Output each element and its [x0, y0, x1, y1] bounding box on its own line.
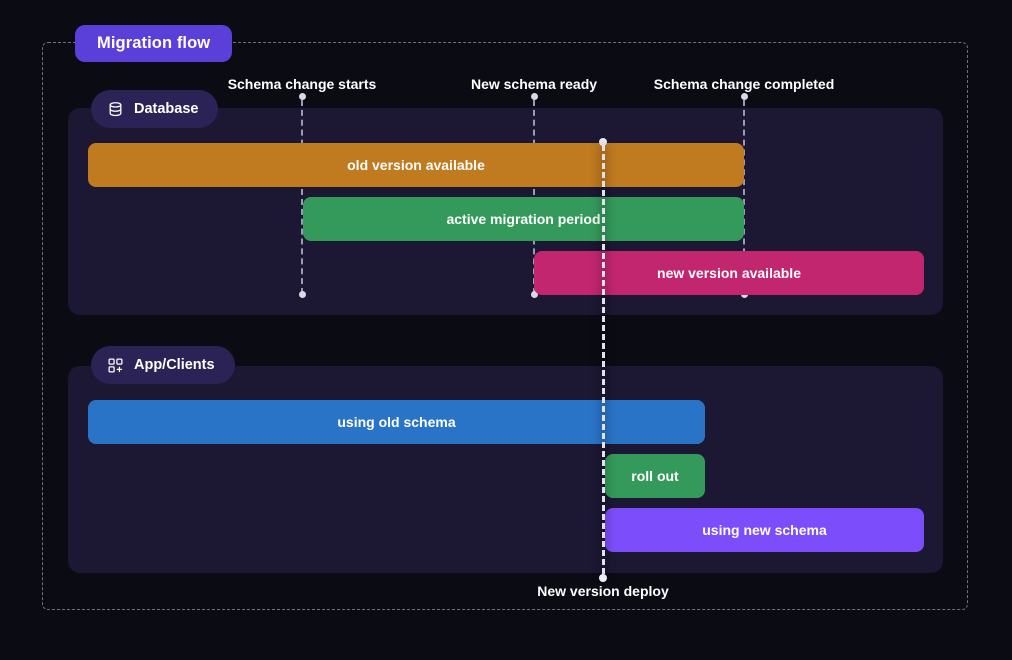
milestone-dot-top: [530, 93, 538, 100]
diagram-title-chip: Migration flow: [75, 25, 233, 62]
bar-active-migration-period: active migration period: [303, 197, 744, 241]
milestone-label: New schema ready: [470, 76, 598, 92]
bar-using-new-schema: using new schema: [605, 508, 924, 552]
diagram-title-label: Migration flow: [97, 34, 211, 52]
milestone-dot-bottom: [298, 291, 306, 298]
milestone-label: Schema change starts: [227, 76, 377, 92]
milestone-dot-top: [740, 93, 748, 100]
bar-new-version-available: new version available: [534, 251, 924, 295]
deploy-dot-top: [599, 138, 607, 146]
bar-label: using new schema: [702, 522, 827, 538]
bar-using-old-schema: using old schema: [88, 400, 705, 444]
bar-label: roll out: [631, 468, 679, 484]
bar-roll-out: roll out: [605, 454, 705, 498]
lane-label-database: Database: [134, 101, 199, 117]
deploy-line: [601, 145, 608, 574]
lane-label-app-clients: App/Clients: [134, 357, 215, 373]
milestone-dot-top: [298, 93, 306, 100]
bar-label: active migration period: [446, 211, 601, 227]
milestone-dot-bottom: [530, 291, 538, 298]
milestone-label: Schema change completed: [653, 76, 835, 92]
database-icon: [107, 101, 124, 118]
bar-label: old version available: [347, 157, 485, 173]
lane-chip-app-clients: App/Clients: [91, 346, 235, 384]
bar-label: using old schema: [337, 414, 456, 430]
deploy-label: New version deploy: [537, 583, 669, 599]
bar-old-version-available: old version available: [88, 143, 744, 187]
lane-chip-database: Database: [91, 90, 219, 128]
grid-plus-icon: [107, 357, 124, 374]
milestone-line: [743, 100, 747, 294]
deploy-dot-bottom: [599, 574, 607, 582]
bar-label: new version available: [657, 265, 801, 281]
diagram-outer-frame: [42, 42, 968, 610]
milestone-line: [301, 100, 305, 294]
